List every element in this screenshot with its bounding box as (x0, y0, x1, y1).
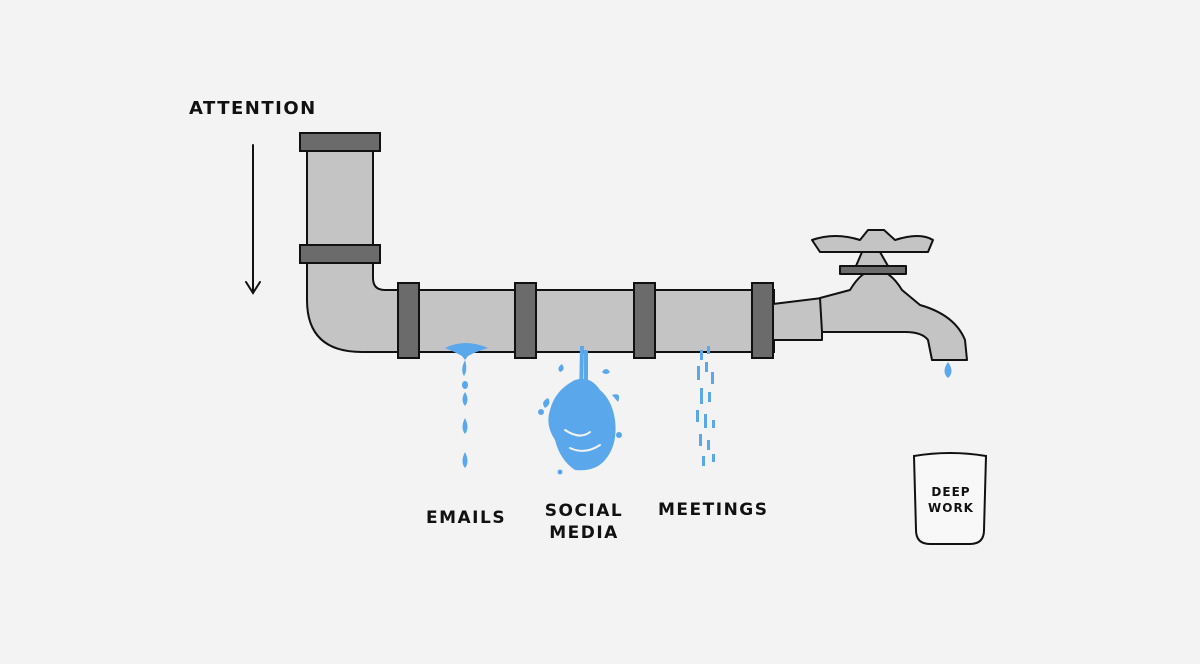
coupling-4 (751, 282, 774, 359)
elbow-pipe (306, 262, 401, 353)
vertical-pipe (306, 149, 374, 247)
faucet (772, 229, 968, 361)
social-media-label-line1: SOCIAL (544, 501, 624, 521)
faucet-drop (944, 362, 952, 378)
deep-work-cup (912, 452, 988, 545)
social-media-burst (538, 346, 622, 475)
social-media-label-line2: MEDIA (549, 523, 619, 543)
meetings-drip (696, 346, 715, 466)
attention-label: ATTENTION (189, 98, 317, 119)
deep-work-label-line2: WORK (928, 501, 974, 515)
top-coupling (299, 132, 381, 152)
attention-arrow (245, 144, 261, 295)
emails-leak (445, 343, 488, 468)
horizontal-pipe (397, 289, 775, 353)
deep-work-label-line1: DEEP (931, 485, 971, 499)
coupling-3 (633, 282, 656, 359)
faucet-handle (811, 229, 934, 253)
deep-work-label: DEEP WORK (916, 484, 986, 516)
coupling-1 (397, 282, 420, 359)
social-media-label: SOCIAL MEDIA (538, 500, 630, 544)
middle-coupling (299, 244, 381, 264)
faucet-nut (839, 265, 907, 275)
emails-label: EMAILS (426, 508, 507, 528)
meetings-label: MEETINGS (658, 500, 769, 520)
coupling-2 (514, 282, 537, 359)
social-media-splash-lines (564, 429, 601, 452)
